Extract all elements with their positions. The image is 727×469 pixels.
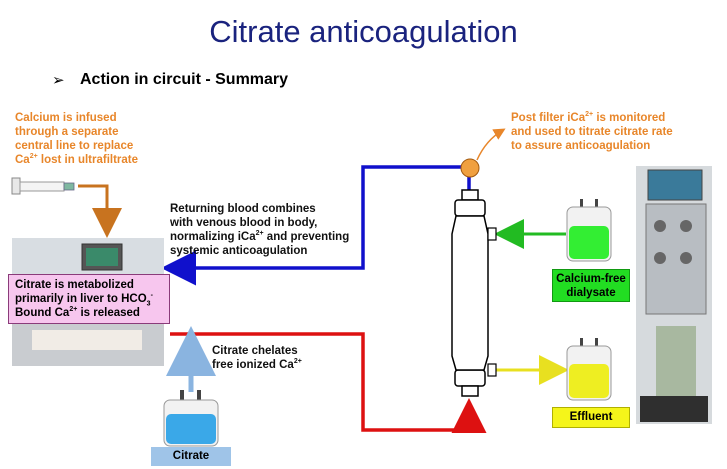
hemofilter-icon bbox=[451, 189, 497, 397]
page-title: Citrate anticoagulation bbox=[209, 14, 518, 49]
effluent-bag-icon bbox=[566, 338, 612, 401]
returning-blood-note: Returning blood combines with venous blo… bbox=[170, 203, 350, 257]
access-blood-line bbox=[170, 332, 487, 433]
citrate-metabolism-box: Citrate is metabolized primarily in live… bbox=[8, 274, 170, 324]
effluent-label: Effluent bbox=[552, 407, 630, 428]
crrt-machine-photo bbox=[636, 166, 712, 424]
citrate-bag-icon bbox=[163, 390, 219, 447]
dialysate-bag-icon bbox=[566, 199, 612, 262]
citrate-chelates-note: Citrate chelates free ionized Ca2+ bbox=[212, 345, 302, 371]
citrate-label: Citrate bbox=[151, 447, 231, 466]
monitor-dot-icon bbox=[460, 158, 480, 178]
dialysate-label: Calcium-free dialysate bbox=[552, 269, 630, 302]
section-subtitle: Action in circuit - Summary bbox=[80, 71, 289, 88]
syringe-icon bbox=[11, 177, 75, 195]
monitor-pointer-arrow bbox=[476, 128, 506, 161]
post-filter-note: Post filter iCa2+ is monitored and used … bbox=[511, 111, 673, 152]
calcium-infusion-line bbox=[78, 184, 122, 238]
calcium-infusion-note: Calcium is infused through a separate ce… bbox=[15, 112, 139, 166]
bullet-arrow-icon: ➢ bbox=[52, 72, 65, 89]
